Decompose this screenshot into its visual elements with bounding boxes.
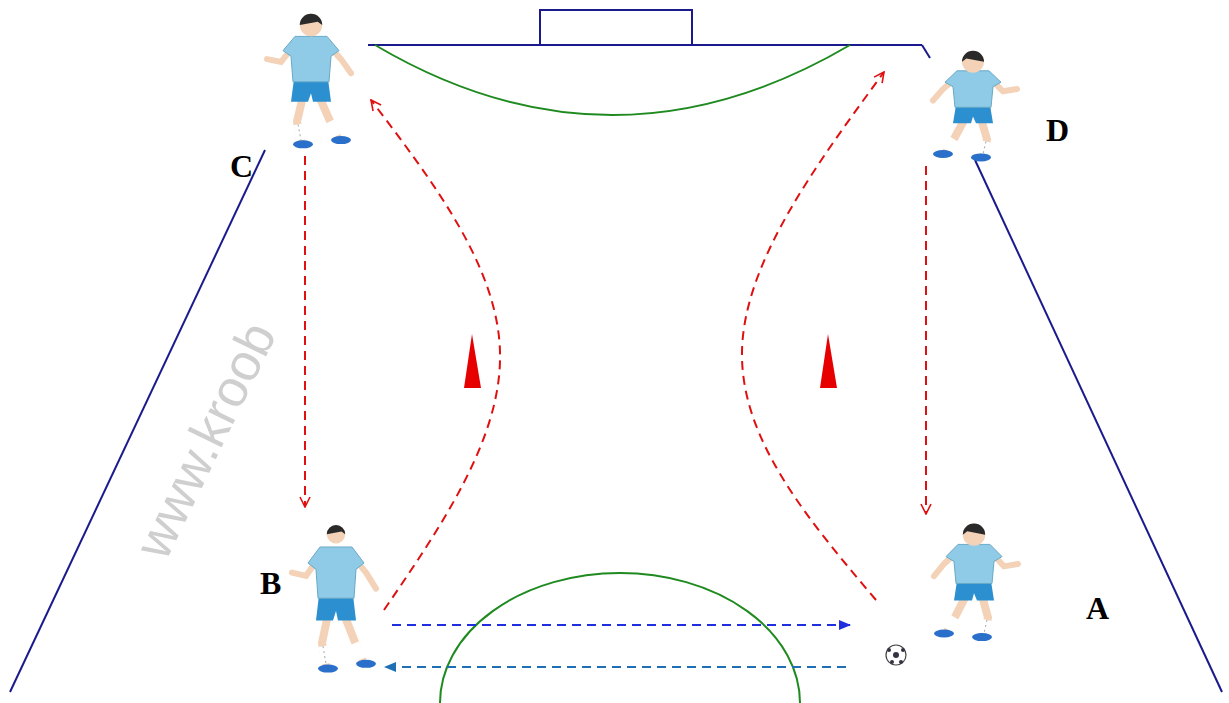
player-letter: A bbox=[1086, 592, 1109, 624]
side-line bbox=[975, 160, 1222, 692]
player-figure bbox=[934, 523, 1018, 641]
player: C bbox=[255, 8, 367, 150]
penalty-arc bbox=[375, 45, 850, 115]
movement-arrow bbox=[385, 666, 846, 668]
goal-line bbox=[368, 44, 922, 46]
player-figure bbox=[292, 525, 376, 673]
movement-arrow bbox=[371, 100, 500, 610]
movement-arrow bbox=[392, 624, 850, 626]
player-letter: B bbox=[260, 567, 281, 599]
cone bbox=[820, 334, 837, 388]
movement-arrow bbox=[304, 156, 306, 507]
movement-arrow bbox=[742, 72, 884, 600]
goal bbox=[540, 10, 692, 45]
football bbox=[886, 645, 906, 665]
centre-circle bbox=[440, 573, 800, 703]
cone bbox=[464, 334, 481, 388]
player-figure bbox=[290, 515, 382, 675]
player-letter: C bbox=[230, 150, 253, 182]
player: D bbox=[918, 48, 1028, 162]
player-figure bbox=[255, 8, 367, 150]
player: A bbox=[918, 520, 1030, 642]
goal-line bbox=[922, 45, 930, 58]
watermark: www.kroob bbox=[126, 314, 284, 565]
player-figure bbox=[267, 14, 351, 148]
player-figure bbox=[918, 48, 1028, 162]
player-figure bbox=[933, 51, 1017, 162]
player: B bbox=[290, 515, 382, 675]
player-letter: D bbox=[1046, 114, 1069, 146]
movement-arrow bbox=[925, 166, 927, 514]
player-figure bbox=[918, 520, 1030, 642]
